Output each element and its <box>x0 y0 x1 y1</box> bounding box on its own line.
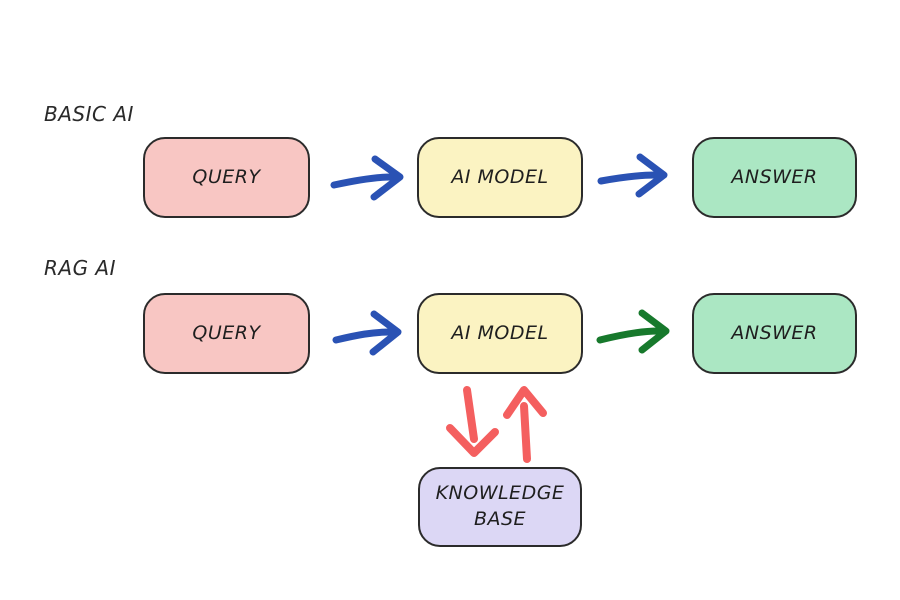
rag-query-node: QUERY <box>143 293 310 374</box>
knowledge-base-node: KNOWLEDGE BASE <box>418 467 582 547</box>
rag-ai-model-node: AI MODEL <box>417 293 583 374</box>
basic-answer-node: ANSWER <box>692 137 857 218</box>
arrow-basic-query-to-model-icon <box>329 152 409 204</box>
rag-answer-node: ANSWER <box>692 293 857 374</box>
basic-ai-model-node: AI MODEL <box>417 137 583 218</box>
arrow-basic-model-to-answer-icon <box>597 150 673 202</box>
basic-ai-section-label: BASIC AI <box>44 102 134 126</box>
rag-ai-section-label: RAG AI <box>44 256 117 280</box>
arrow-model-to-knowledge-base-icon <box>443 385 503 461</box>
arrow-knowledge-base-to-model-icon <box>503 384 551 464</box>
arrow-rag-query-to-model-icon <box>331 306 407 360</box>
arrow-rag-model-to-answer-icon <box>596 303 676 359</box>
basic-query-node: QUERY <box>143 137 310 218</box>
